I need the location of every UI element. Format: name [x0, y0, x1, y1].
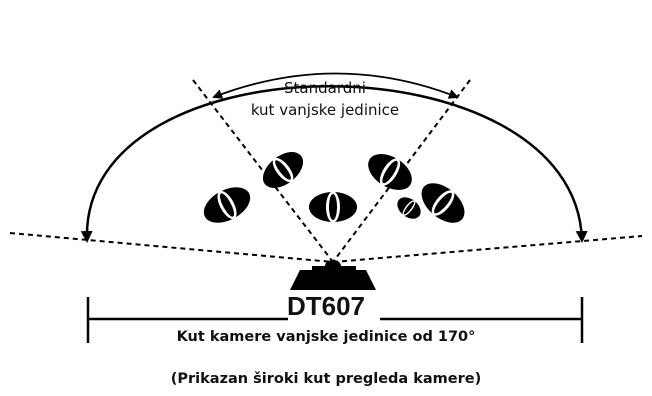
wide-angle-boundary-left	[9, 232, 334, 263]
person-head-3	[309, 191, 357, 223]
wide-angle-boundary-right	[332, 235, 643, 263]
wide-angle-note: (Prikazan široki kut pregleda kamere)	[170, 371, 482, 387]
standard-angle-label-line2: kut vanjske jedinice	[250, 101, 400, 119]
person-head-6	[421, 183, 465, 223]
outdoor-unit-icon	[290, 260, 376, 290]
standard-angle-arc	[212, 72, 459, 99]
dimension-bar	[86, 297, 584, 343]
standard-angle-boundary-right	[332, 79, 471, 263]
person-head-5	[397, 197, 421, 219]
person-head-4	[368, 154, 412, 190]
standard-angle-boundary-left	[192, 79, 334, 263]
person-head-2	[262, 152, 304, 188]
person-head-1	[203, 187, 251, 223]
standard-angle-label-line1: Standardni	[284, 79, 366, 97]
model-name: DT607	[286, 291, 366, 321]
wide-angle-arc	[80, 85, 588, 243]
wide-angle-caption: Kut kamere vanjske jedinice od 170°	[176, 329, 476, 345]
